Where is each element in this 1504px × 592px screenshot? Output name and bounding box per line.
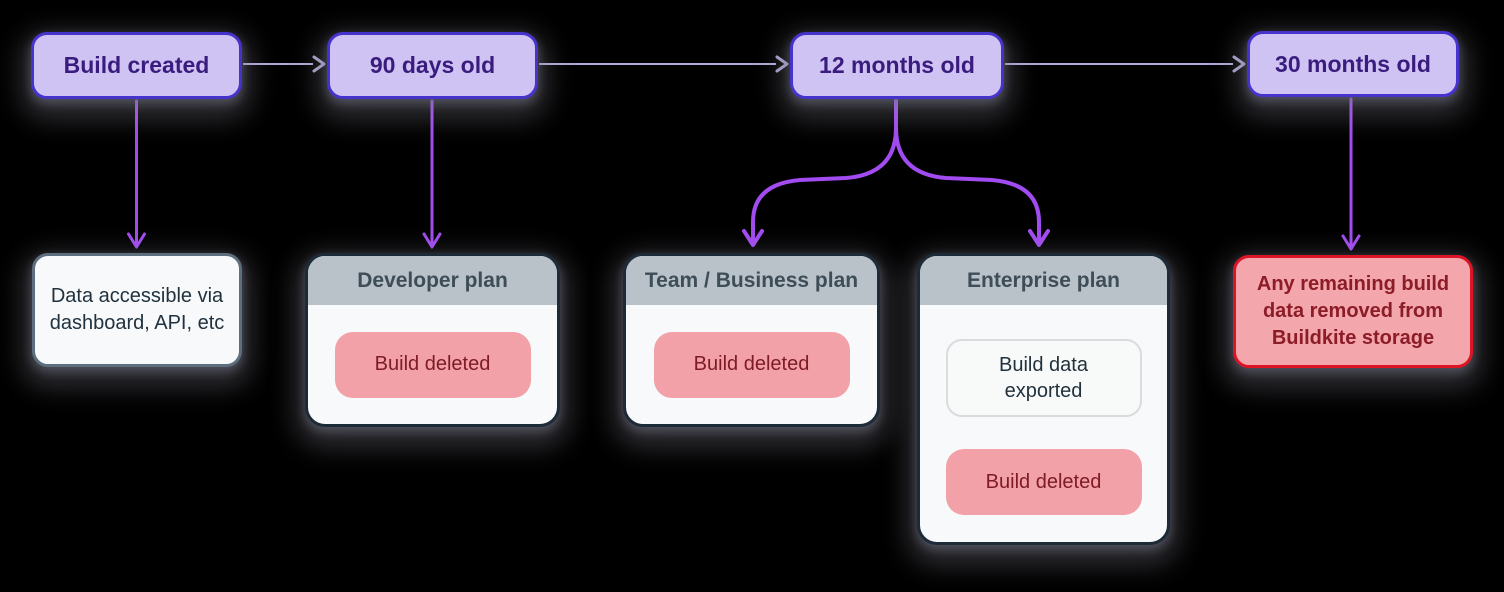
timeline-node-12-months: 12 months old bbox=[790, 32, 1004, 99]
build-data-exported-text: Build data exported bbox=[999, 354, 1088, 402]
developer-plan-header: Developer plan bbox=[308, 256, 557, 305]
timeline-node-label: 12 months old bbox=[819, 52, 975, 78]
developer-plan-card: Developer plan Build deleted bbox=[305, 253, 560, 427]
build-deleted-text: Build deleted bbox=[374, 353, 491, 375]
plan-title: Team / Business plan bbox=[644, 268, 859, 292]
build-deleted-text: Build deleted bbox=[985, 470, 1102, 493]
timeline-node-label: 30 months old bbox=[1275, 50, 1431, 77]
enterprise-plan-card: Enterprise plan Build data exported Buil… bbox=[917, 253, 1170, 545]
timeline-node-label: 90 days old bbox=[369, 52, 496, 78]
timeline-node-30-months: 30 months old bbox=[1247, 31, 1459, 97]
build-deleted-box: Build deleted bbox=[945, 449, 1142, 515]
data-accessible-text: Data accessible via dashboard, API, etc bbox=[49, 285, 225, 334]
build-deleted-box: Build deleted bbox=[653, 331, 850, 398]
drop-arrow bbox=[127, 97, 1361, 251]
timeline-node-label: Build created bbox=[63, 52, 210, 78]
branch-arrow bbox=[742, 99, 1050, 247]
data-removed-box: Any remaining build data removed from Bu… bbox=[1233, 255, 1473, 368]
plan-title: Developer plan bbox=[357, 268, 508, 292]
enterprise-plan-body: Build data exported Build deleted bbox=[920, 305, 1167, 542]
enterprise-plan-header: Enterprise plan bbox=[920, 256, 1167, 305]
timeline-node-90-days: 90 days old bbox=[327, 32, 538, 99]
build-deleted-text: Build deleted bbox=[693, 353, 810, 375]
data-removed-text: Any remaining build data removed from Bu… bbox=[1256, 273, 1450, 349]
team-business-plan-body: Build deleted bbox=[626, 305, 877, 424]
developer-plan-body: Build deleted bbox=[308, 305, 557, 424]
build-data-exported-box: Build data exported bbox=[945, 339, 1142, 417]
team-business-plan-header: Team / Business plan bbox=[626, 256, 877, 305]
timeline-connector-arrowhead bbox=[312, 55, 1246, 73]
plan-title: Enterprise plan bbox=[967, 268, 1120, 292]
build-deleted-box: Build deleted bbox=[334, 331, 531, 398]
timeline-node-build-created: Build created bbox=[31, 32, 242, 99]
data-accessible-box: Data accessible via dashboard, API, etc bbox=[32, 253, 242, 367]
team-business-plan-card: Team / Business plan Build deleted bbox=[623, 253, 880, 427]
